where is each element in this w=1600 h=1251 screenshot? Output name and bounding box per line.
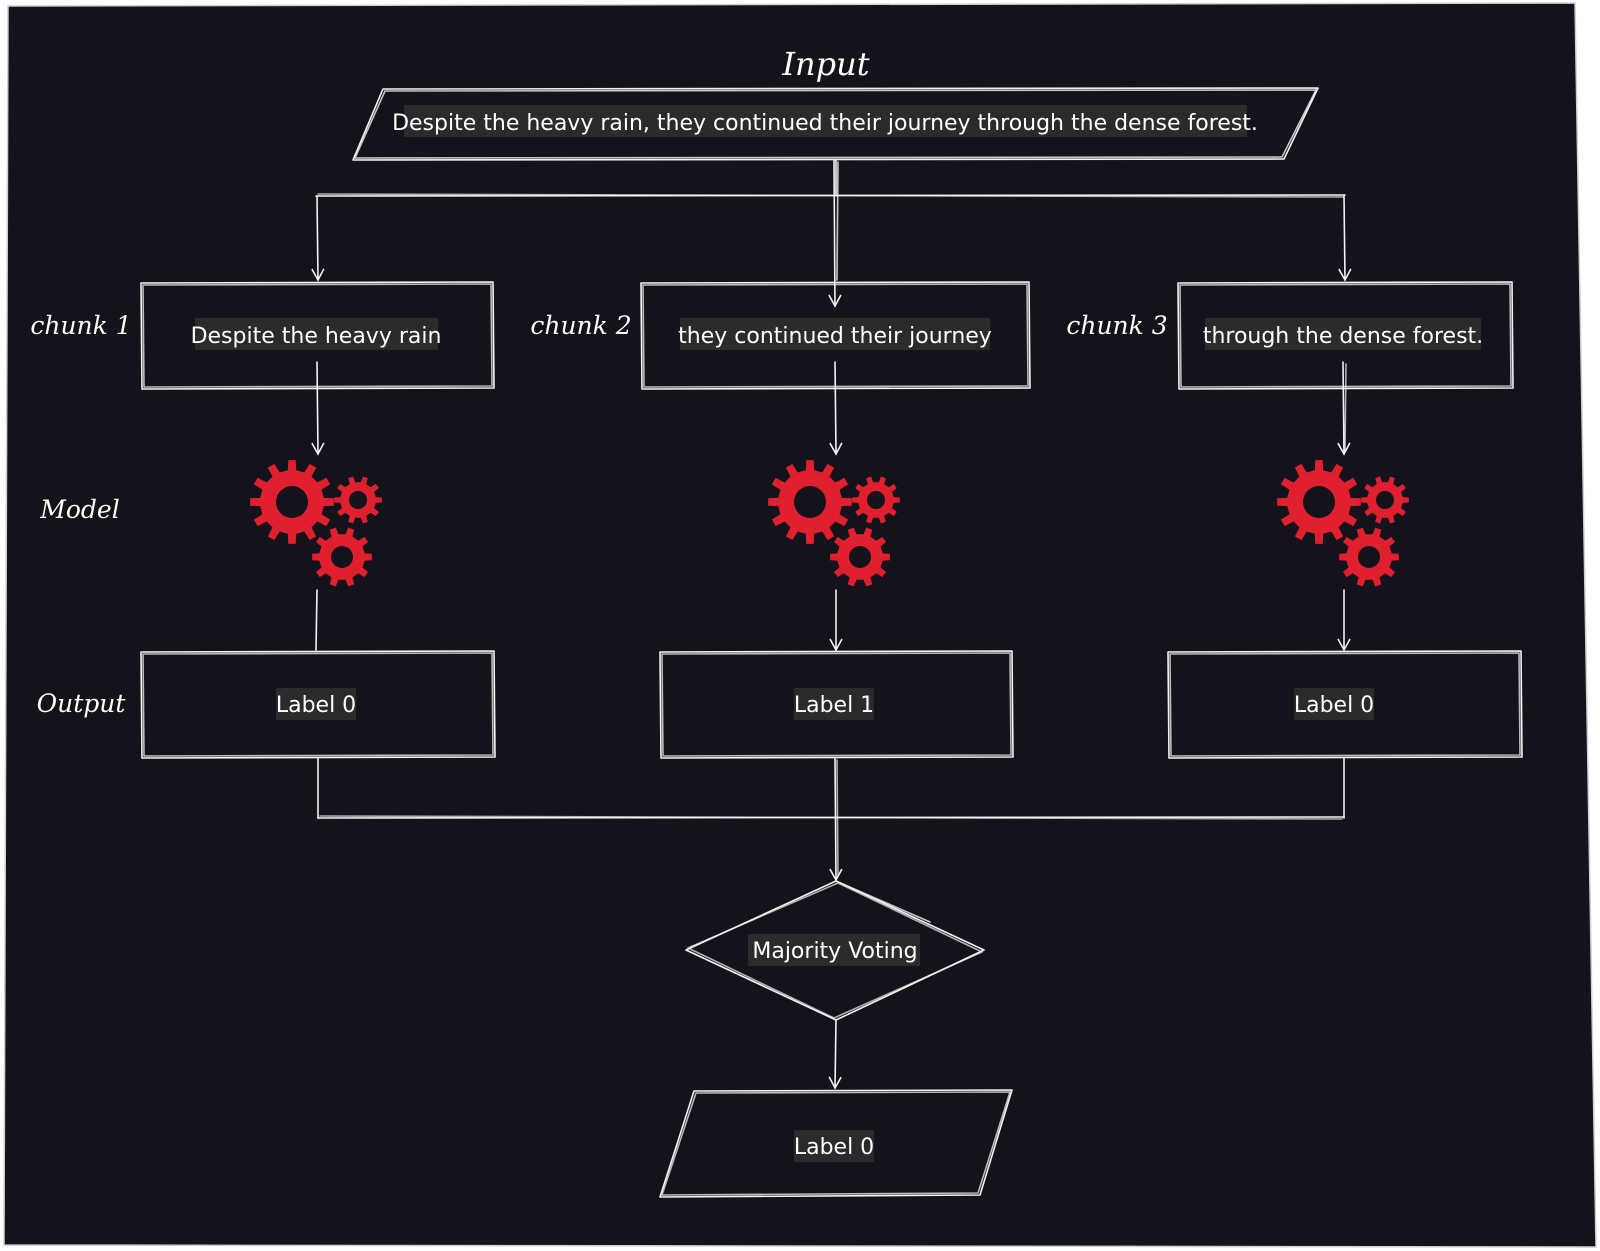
large-gear-icon-hole	[794, 486, 826, 518]
input-text: Despite the heavy rain, they continued t…	[392, 111, 1258, 136]
split-connector	[311, 159, 1352, 308]
chunk-3-box	[1177, 281, 1514, 390]
chunk-3-text-highlight	[1205, 318, 1481, 350]
chunk-3-text: through the dense forest.	[1203, 324, 1483, 349]
chunk-1-text: Despite the heavy rain	[191, 324, 442, 349]
output-3-text: Label 0	[1294, 693, 1374, 718]
decision-text-highlight	[748, 934, 920, 966]
output-3-box	[1167, 650, 1523, 759]
medium-gear-icon-hole	[1358, 546, 1380, 568]
chunk-1-label: chunk 1	[30, 311, 131, 340]
medium-gear-icon-hole	[849, 546, 871, 568]
chunk-2-text-highlight	[680, 318, 990, 350]
small-gear-icon-hole	[867, 491, 885, 509]
output-1-text: Label 0	[276, 693, 356, 718]
chunk-2-text: they continued their journey	[678, 324, 992, 349]
large-gear-icon-hole	[1303, 486, 1335, 518]
model-3-gears-icon	[1277, 460, 1409, 587]
output-2-text-highlight	[794, 688, 874, 720]
output-label: Output	[37, 689, 127, 718]
output-2-text: Label 1	[794, 693, 874, 718]
chunk-to-model-arrows	[311, 361, 1351, 456]
merge-connector	[317, 757, 1345, 882]
model-to-output-connectors	[315, 589, 1351, 652]
medium-gear-icon-hole	[331, 546, 353, 568]
small-gear-icon-hole	[349, 491, 367, 509]
final-output-text-highlight	[794, 1130, 874, 1162]
model-1-gears-icon	[250, 460, 382, 587]
chunk-3-label: chunk 3	[1066, 311, 1167, 340]
small-gear-icon-hole	[1376, 491, 1394, 509]
final-output-text: Label 0	[794, 1135, 874, 1160]
chunk-1-text-highlight	[195, 318, 438, 350]
diagram-background	[3, 2, 1597, 1248]
output-2-box	[659, 650, 1014, 759]
chunk-2-label: chunk 2	[530, 311, 631, 340]
output-1-box	[140, 650, 496, 759]
input-title: Input	[781, 45, 869, 83]
output-1-text-highlight	[276, 688, 356, 720]
model-2-gears-icon	[768, 460, 900, 587]
large-gear-icon-hole	[276, 486, 308, 518]
input-shape	[352, 87, 1319, 161]
input-text-highlight	[404, 105, 1247, 137]
chunk-2-box	[640, 281, 1031, 390]
decision-text: Majority Voting	[752, 939, 917, 964]
decision-to-final-arrow	[828, 1019, 842, 1090]
output-3-text-highlight	[1294, 688, 1374, 720]
chunk-1-box	[140, 281, 495, 390]
model-label: Model	[39, 495, 119, 524]
final-output-shape	[659, 1089, 1013, 1198]
